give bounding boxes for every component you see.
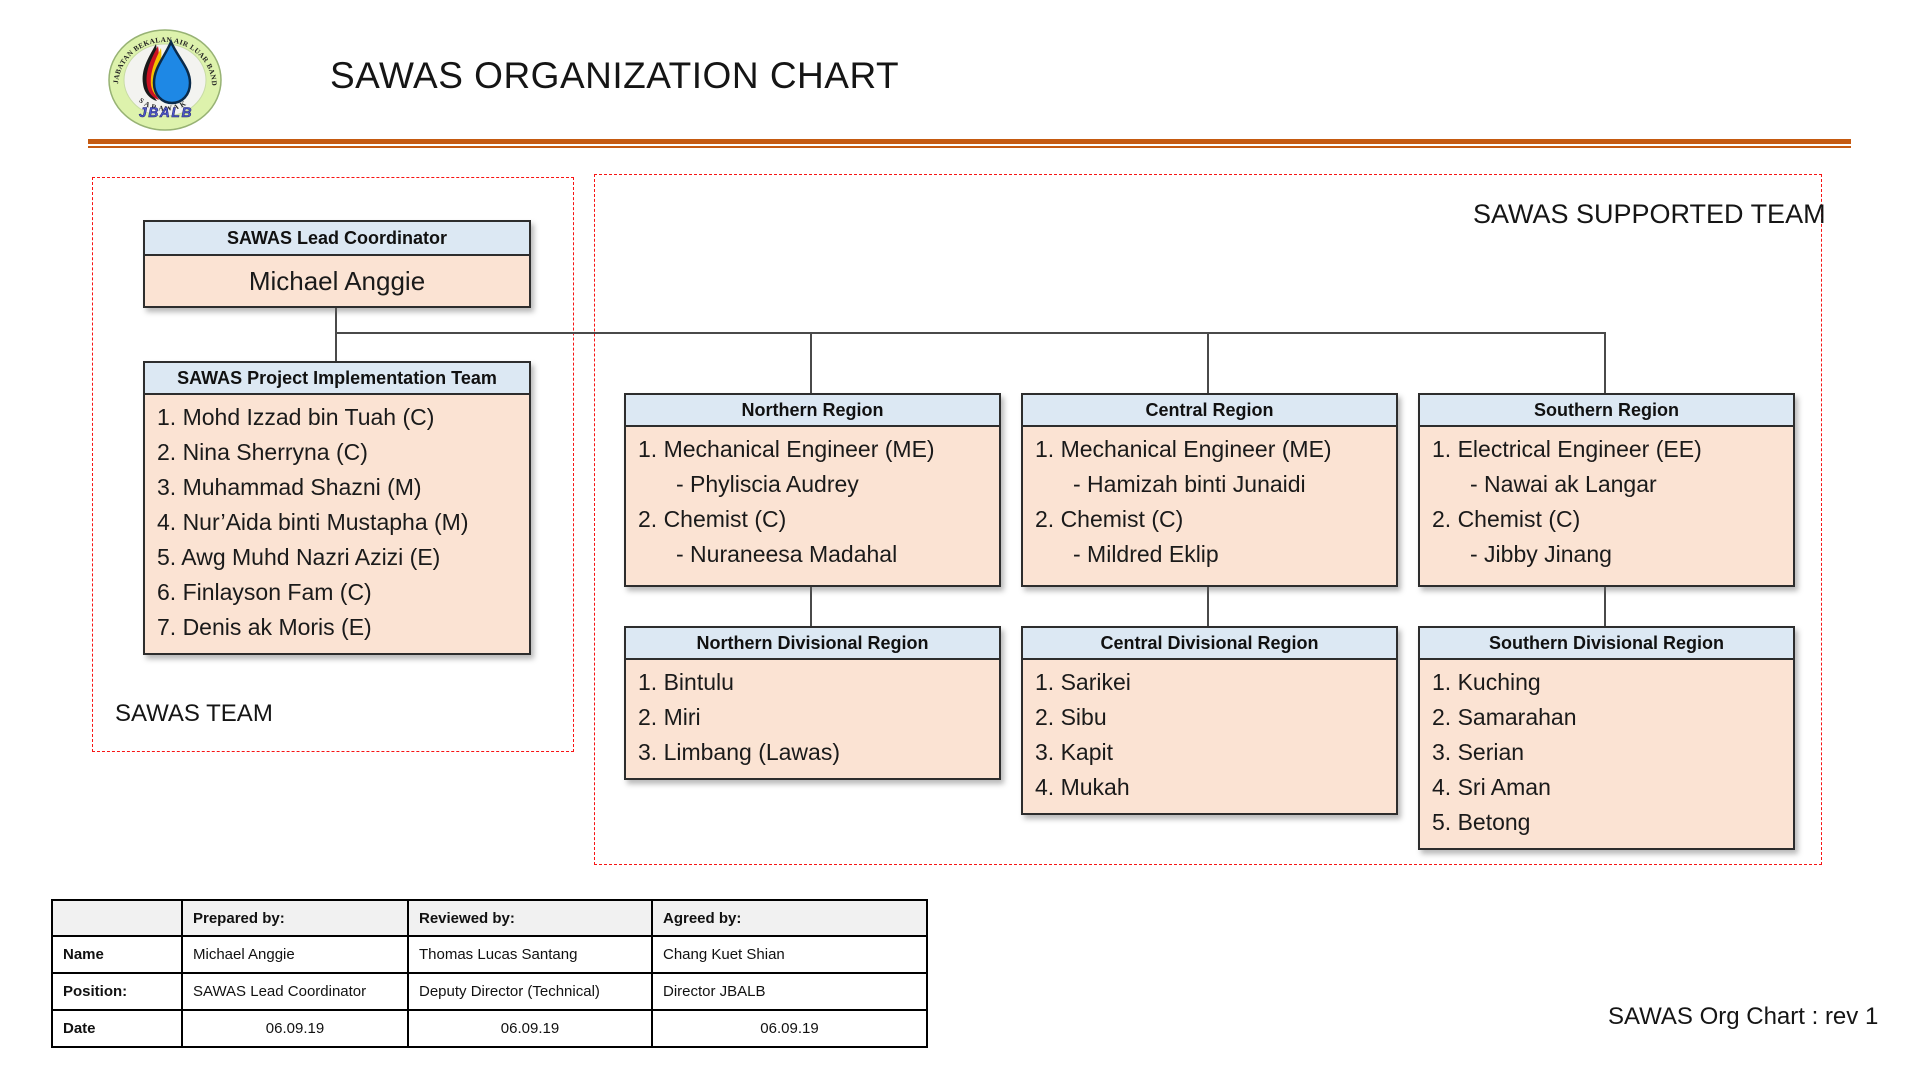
list-item: 1. Mechanical Engineer (ME) [1035,436,1332,462]
list-item: 1. Sarikei [1035,669,1131,695]
list-item: 3. Limbang (Lawas) [638,739,840,765]
sawas-team-frame [92,177,574,752]
list-item: 3. Serian [1432,739,1525,765]
position-agreed: Director JBALB [651,972,928,1011]
list-item: 4. Mukah [1035,774,1130,800]
central-region-members: 1. Mechanical Engineer (ME) - Hamizah bin… [1023,427,1396,585]
approval-name-row: Name Michael Anggie Thomas Lucas Santang… [51,935,928,974]
name-label: Name [51,935,183,974]
date-agreed: 06.09.19 [651,1009,928,1048]
connector-line [335,332,1606,334]
list-item: - Phyliscia Audrey [676,471,859,497]
list-item: 1. Mechanical Engineer (ME) [638,436,935,462]
list-item: 2. Chemist (C) [638,506,787,532]
lead-coordinator-name: Michael Anggie [145,256,529,306]
list-item: 6. Finlayson Fam (C) [157,579,372,605]
approval-position-row: Position: SAWAS Lead Coordinator Deputy … [51,972,928,1011]
list-item: - Nawai ak Langar [1470,471,1657,497]
northern-region-box: Northern Region 1. Mechanical Engineer (… [624,393,1001,587]
sawas-team-label: SAWAS TEAM [115,700,273,727]
northern-divisional-box: Northern Divisional Region 1. Bintulu 2. … [624,626,1001,780]
connector-line [1207,573,1209,626]
list-item: - Mildred Eklip [1073,541,1219,567]
northern-divisional-items: 1. Bintulu 2. Miri 3. Limbang (Lawas) [626,660,999,778]
connector-line [810,573,812,626]
northern-region-title: Northern Region [626,395,999,427]
approval-header-prepared: Prepared by: [181,899,409,937]
list-item: 2. Miri [638,704,701,730]
approval-date-row: Date 06.09.19 06.09.19 06.09.19 [51,1009,928,1048]
approval-header-reviewed: Reviewed by: [407,899,653,937]
central-divisional-items: 1. Sarikei 2. Sibu 3. Kapit 4. Mukah [1023,660,1396,813]
name-agreed: Chang Kuet Shian [651,935,928,974]
list-item: 1. Kuching [1432,669,1541,695]
list-item: 1. Bintulu [638,669,734,695]
list-item: - Hamizah binti Junaidi [1073,471,1306,497]
list-item: 2. Sibu [1035,704,1107,730]
approval-table: Prepared by: Reviewed by: Agreed by: Nam… [51,899,928,1048]
supported-team-frame [594,174,1822,865]
name-reviewed: Thomas Lucas Santang [407,935,653,974]
page-title: SAWAS ORGANIZATION CHART [330,55,900,96]
central-region-title: Central Region [1023,395,1396,427]
list-item: - Nuraneesa Madahal [676,541,898,567]
southern-divisional-box: Southern Divisional Region 1. Kuching 2. … [1418,626,1795,850]
southern-region-box: Southern Region 1. Electrical Engineer (… [1418,393,1795,587]
list-item: 4. Nur’Aida binti Mustapha (M) [157,509,469,535]
date-reviewed: 06.09.19 [407,1009,653,1048]
list-item: 2. Samarahan [1432,704,1577,730]
connector-line [1604,573,1606,626]
revision-label: SAWAS Org Chart : rev 1 [1608,1003,1879,1030]
list-item: 2. Nina Sherryna (C) [157,439,368,465]
supported-team-label: SAWAS SUPPORTED TEAM [1473,199,1826,229]
lead-coordinator-title: SAWAS Lead Coordinator [145,222,529,256]
position-reviewed: Deputy Director (Technical) [407,972,653,1011]
approval-header-row: Prepared by: Reviewed by: Agreed by: [51,899,928,937]
date-label: Date [51,1009,183,1048]
connector-line [810,332,812,393]
list-item: 3. Muhammad Shazni (M) [157,474,422,500]
implementation-team-members: 1. Mohd Izzad bin Tuah (C) 2. Nina Sherry… [145,395,529,653]
accent-rule [88,139,1851,148]
list-item: 2. Chemist (C) [1035,506,1184,532]
southern-region-members: 1. Electrical Engineer (EE) - Nawai ak La… [1420,427,1793,585]
northern-divisional-title: Northern Divisional Region [626,628,999,660]
list-item: 7. Denis ak Moris (E) [157,614,372,640]
list-item: 2. Chemist (C) [1432,506,1581,532]
central-divisional-title: Central Divisional Region [1023,628,1396,660]
svg-text:JBALB: JBALB [139,104,193,120]
northern-region-members: 1. Mechanical Engineer (ME) - Phyliscia A… [626,427,999,585]
position-label: Position: [51,972,183,1011]
lead-coordinator-box: SAWAS Lead Coordinator Michael Anggie [143,220,531,308]
list-item: - Jibby Jinang [1470,541,1612,567]
southern-region-title: Southern Region [1420,395,1793,427]
list-item: 4. Sri Aman [1432,774,1551,800]
position-prepared: SAWAS Lead Coordinator [181,972,409,1011]
name-prepared: Michael Anggie [181,935,409,974]
jbalb-logo: JABATAN BEKALAN AIR LUAR BANDAR SARAWAK … [106,28,222,131]
date-prepared: 06.09.19 [181,1009,409,1048]
central-region-box: Central Region 1. Mechanical Engineer (M… [1021,393,1398,587]
connector-line [1604,332,1606,393]
list-item: 3. Kapit [1035,739,1113,765]
southern-divisional-items: 1. Kuching 2. Samarahan 3. Serian 4. Sri Am… [1420,660,1793,848]
approval-header-agreed: Agreed by: [651,899,928,937]
list-item: 5. Betong [1432,809,1531,835]
list-item: 1. Electrical Engineer (EE) [1432,436,1702,462]
list-item: 5. Awg Muhd Nazri Azizi (E) [157,544,441,570]
approval-header-blank [51,899,183,937]
central-divisional-box: Central Divisional Region 1. Sarikei 2. S… [1021,626,1398,815]
implementation-team-box: SAWAS Project Implementation Team 1. Moh… [143,361,531,655]
connector-line [1207,332,1209,393]
implementation-team-title: SAWAS Project Implementation Team [145,363,529,395]
list-item: 1. Mohd Izzad bin Tuah (C) [157,404,435,430]
southern-divisional-title: Southern Divisional Region [1420,628,1793,660]
